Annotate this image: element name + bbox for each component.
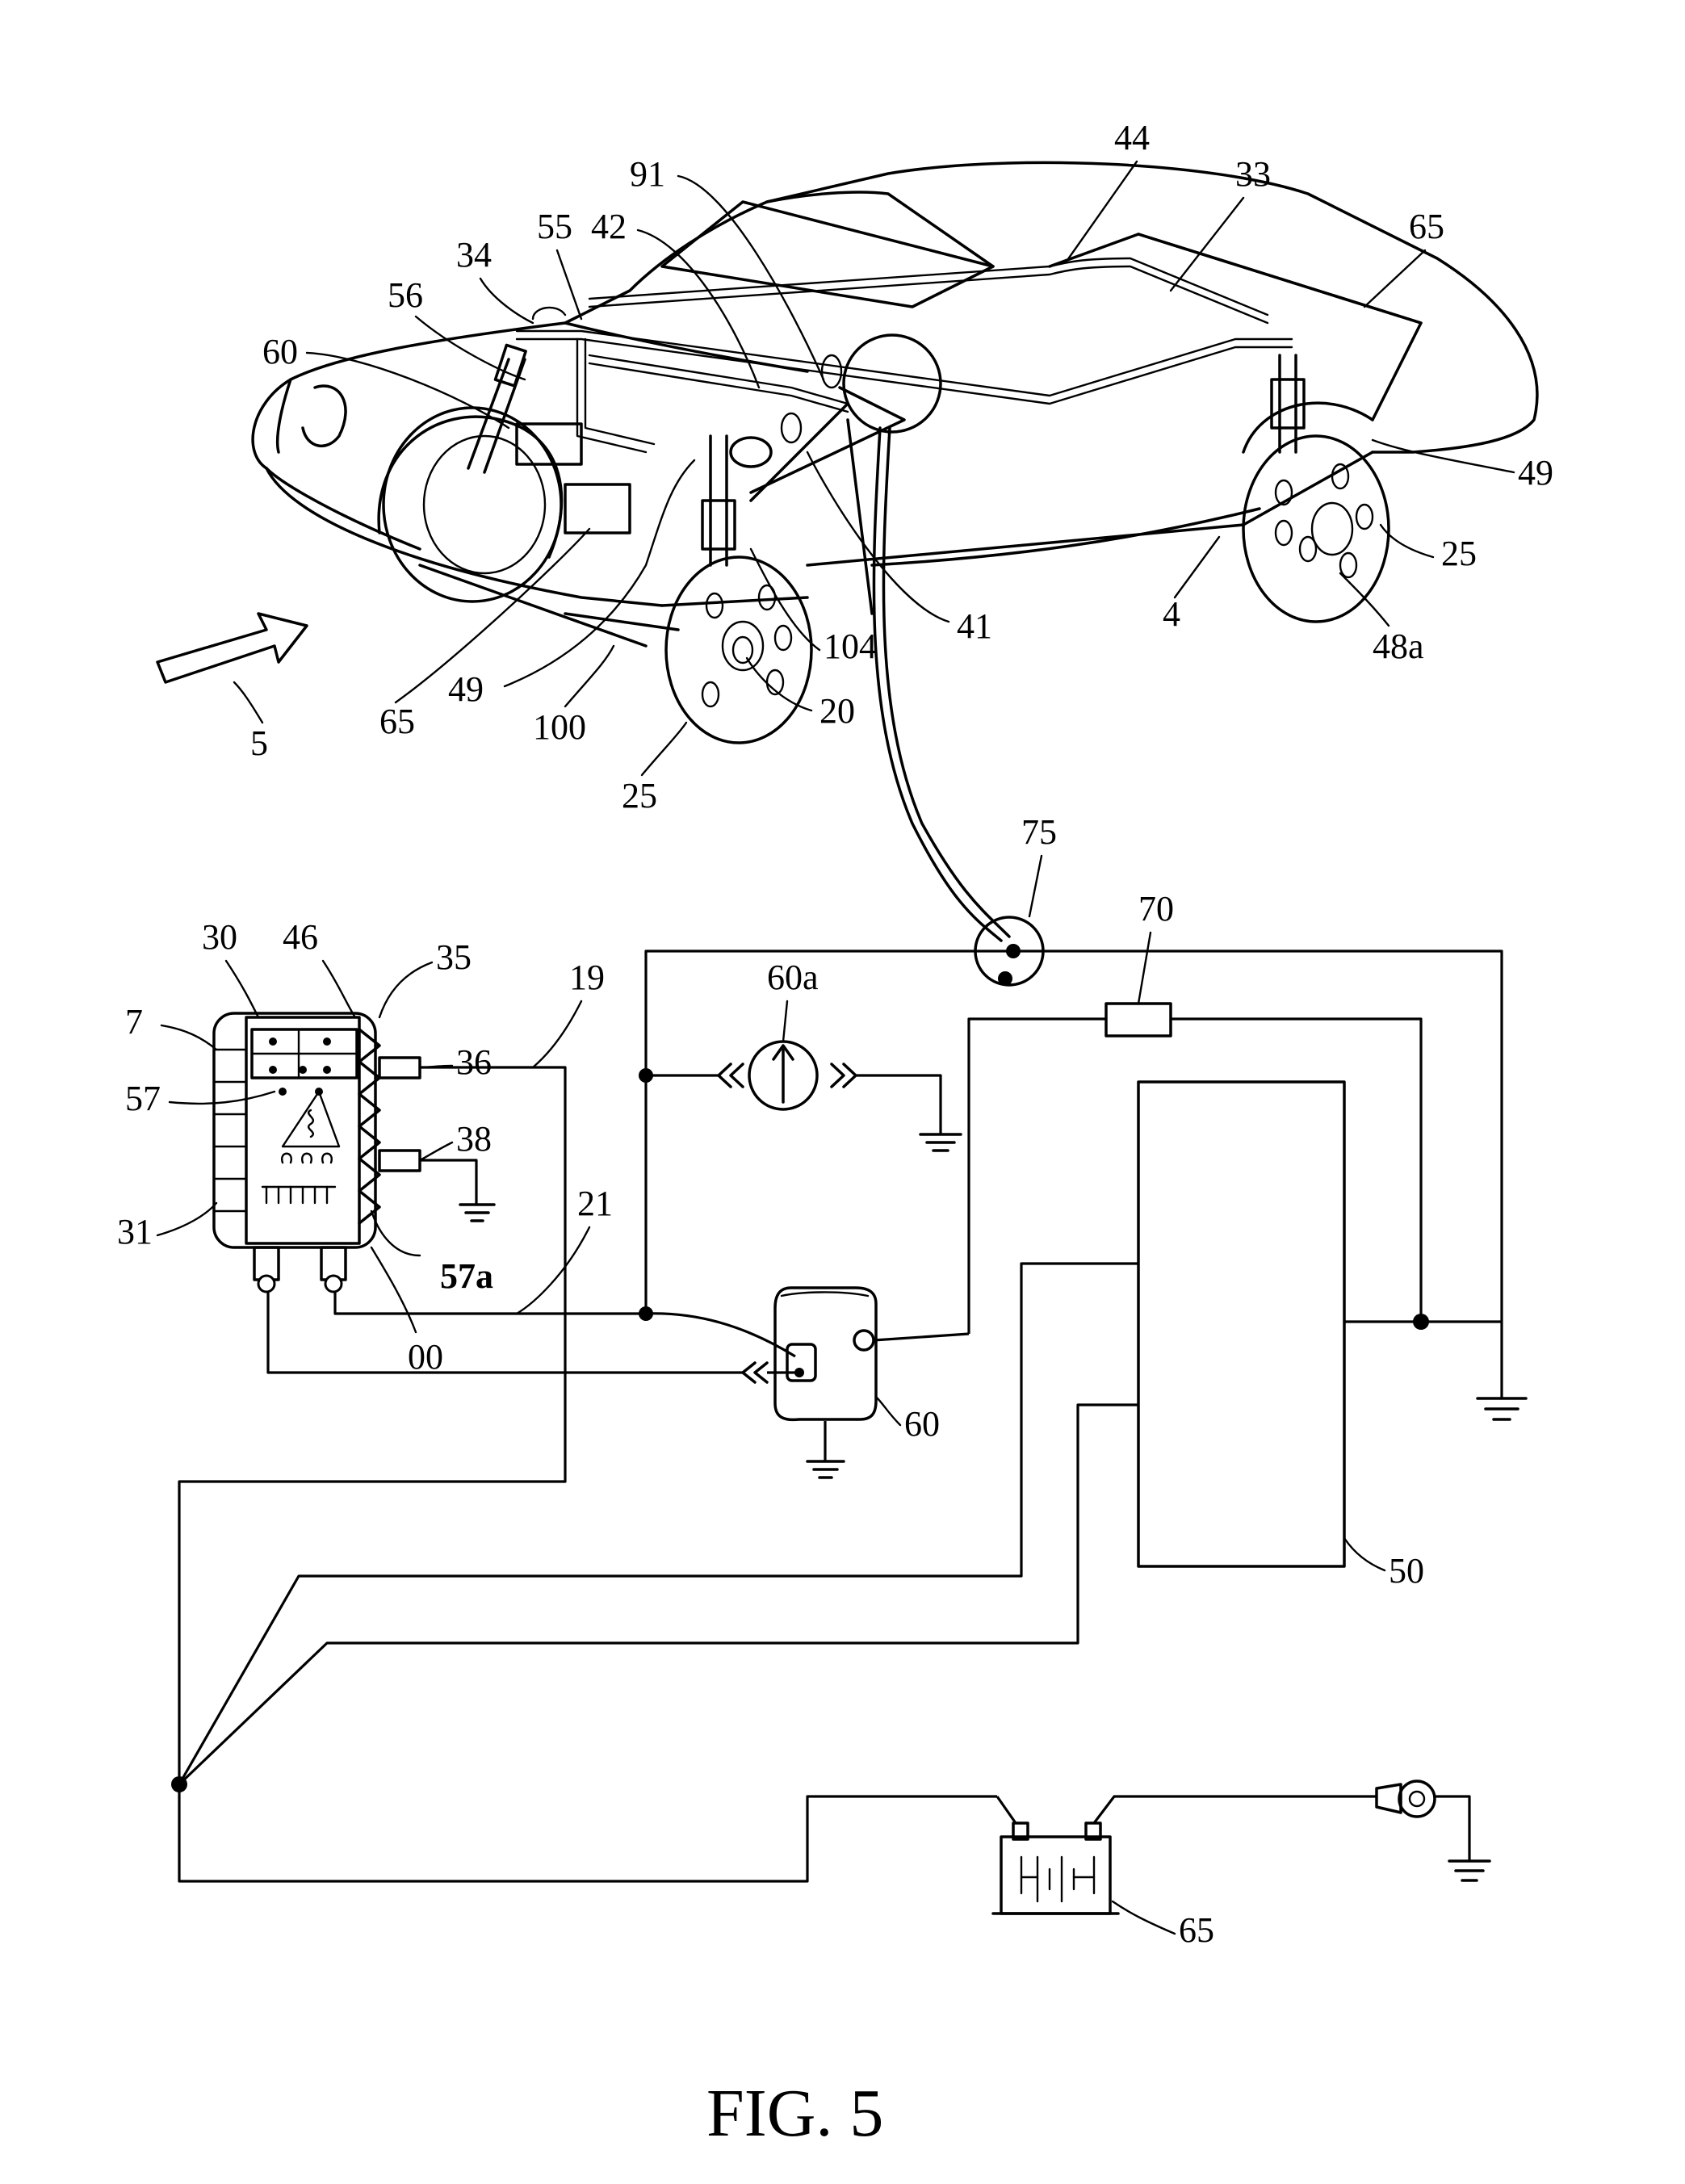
front-right-wheel — [664, 555, 813, 744]
label-104: 104 — [824, 627, 877, 666]
label-60-top: 60 — [262, 332, 298, 371]
horn-icon — [1375, 1779, 1436, 1818]
ignition-module — [212, 1012, 533, 1293]
label-19: 19 — [569, 958, 605, 997]
label-33: 33 — [1235, 154, 1271, 194]
front-left-wheel — [382, 406, 563, 603]
steering-wheel — [842, 333, 942, 434]
label-57: 57 — [125, 1079, 161, 1118]
ground-module — [806, 1460, 845, 1479]
car-labels: 44 91 33 55 42 65 34 56 60 49 25 4 48a 4… — [233, 118, 1553, 815]
label-25-front: 25 — [622, 776, 657, 815]
ground-symbol — [919, 1133, 962, 1152]
label-00: 00 — [408, 1337, 443, 1377]
label-65-top: 65 — [1409, 207, 1444, 246]
label-57a: 57a — [440, 1256, 493, 1296]
label-55: 55 — [537, 207, 572, 246]
car-body — [251, 161, 1539, 744]
label-38: 38 — [456, 1119, 492, 1159]
battery-box-65 — [564, 483, 631, 534]
label-25-right: 25 — [1441, 534, 1477, 573]
label-49-right: 49 — [1518, 453, 1553, 493]
label-31: 31 — [117, 1212, 153, 1251]
label-65-mid: 65 — [379, 702, 415, 741]
label-46: 46 — [283, 917, 318, 957]
label-60a: 60a — [767, 958, 819, 997]
module-60 — [773, 1286, 878, 1422]
label-30: 30 — [202, 917, 237, 957]
label-35: 35 — [436, 937, 472, 977]
under-hood-box-60 — [515, 422, 583, 466]
label-34: 34 — [456, 235, 492, 275]
direction-arrow — [156, 612, 308, 684]
label-70: 70 — [1138, 889, 1174, 929]
label-60-module: 60 — [904, 1404, 940, 1444]
label-49-mid: 49 — [448, 669, 484, 709]
controller-50 — [1137, 1080, 1346, 1568]
circuit — [171, 916, 1528, 1915]
label-91: 91 — [630, 154, 665, 194]
label-44: 44 — [1114, 118, 1150, 157]
label-42: 42 — [591, 207, 627, 246]
sensor-75 — [974, 916, 1045, 987]
label-48a: 48a — [1373, 627, 1424, 666]
label-100: 100 — [533, 707, 586, 747]
label-7: 7 — [125, 1002, 143, 1042]
ground-horn — [1448, 1859, 1491, 1882]
circuit-labels: 75 70 60a 30 46 35 19 7 36 57 38 21 31 5… — [117, 812, 1424, 1950]
label-36: 36 — [456, 1042, 492, 1082]
ground-right — [1476, 1397, 1528, 1421]
rear-right-wheel — [1242, 434, 1390, 623]
label-50: 50 — [1389, 1551, 1424, 1591]
label-21: 21 — [577, 1184, 613, 1223]
label-5: 5 — [250, 723, 268, 763]
hydraulic-lines — [418, 257, 1306, 942]
label-75: 75 — [1021, 812, 1057, 852]
label-41: 41 — [957, 606, 992, 646]
label-65-battery: 65 — [1179, 1910, 1214, 1950]
label-56: 56 — [388, 275, 423, 315]
label-4: 4 — [1163, 594, 1180, 634]
battery-65 — [991, 1821, 1120, 1915]
component-70 — [1104, 1002, 1172, 1038]
label-20: 20 — [819, 691, 855, 731]
figure-caption: FIG. 5 — [706, 2076, 883, 2151]
